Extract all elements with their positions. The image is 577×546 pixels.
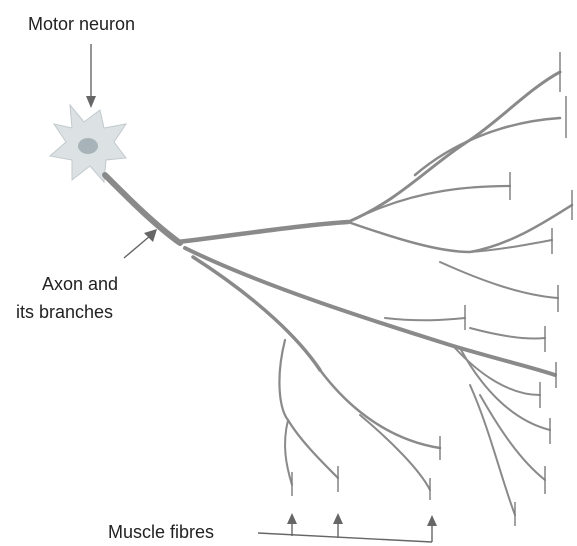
muscle-fibres-label: Muscle fibres [108,522,214,542]
axon-arrow [124,229,157,258]
muscle-fibres-pointer [258,513,437,542]
axon-label-line2: its branches [16,302,113,322]
muscle-fibre-endings [292,52,572,526]
axon-label-line1: Axon and [42,274,118,294]
motor-neuron-cell-body [50,105,126,182]
motor-neuron-arrow [86,44,96,108]
motor-neuron-label: Motor neuron [28,14,135,34]
axon-branches [105,72,572,515]
